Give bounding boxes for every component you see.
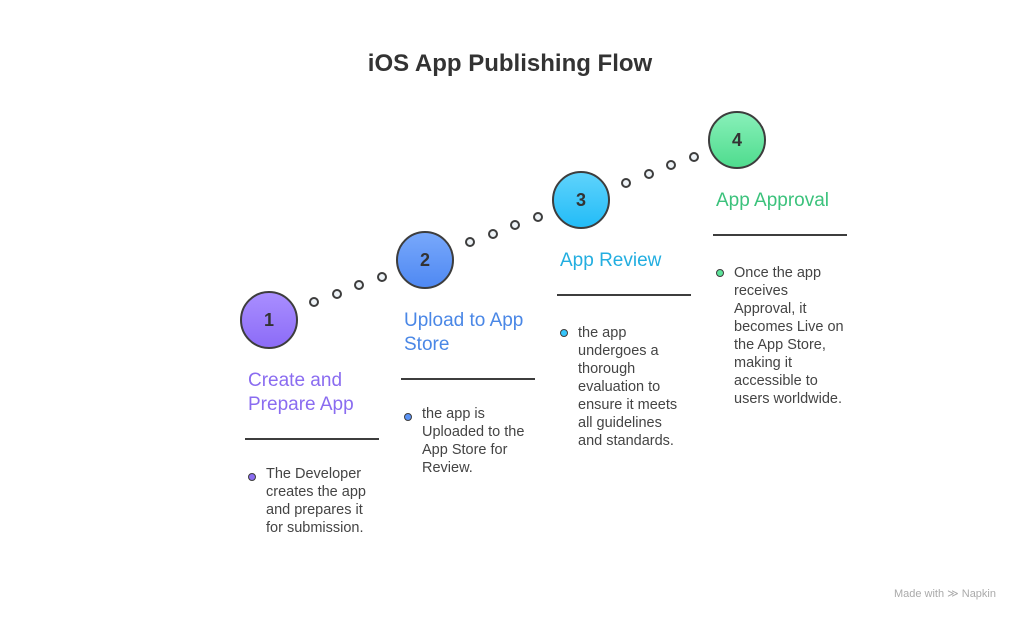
connector-dot (510, 220, 520, 230)
connector-dot (621, 178, 631, 188)
step-2-bullet-icon (404, 413, 412, 421)
diagram-title: iOS App Publishing Flow (367, 50, 653, 77)
step-4-number: 4 (731, 129, 742, 150)
connector-dot (309, 297, 319, 307)
step-2-description: the app is Uploaded to the App Store for… (422, 406, 525, 476)
connector-dot (644, 169, 654, 179)
step-4-title: App Approval (716, 190, 830, 211)
connector-dot (377, 272, 387, 282)
napkin-logo-icon: ≫ (947, 588, 959, 600)
connector-dot (533, 212, 543, 222)
step-1-description: The Developer creates the app and prepar… (266, 466, 366, 536)
step-3-title: App Review (560, 250, 662, 271)
step-1-divider (245, 438, 379, 440)
connector-dot (488, 229, 498, 239)
step-4-bullet-icon (716, 269, 724, 277)
step-1-title: Create and Prepare App (248, 370, 354, 415)
step-3-number: 3 (575, 189, 586, 210)
made-with-napkin-footer[interactable]: Made with ≫ Napkin (894, 587, 996, 600)
step-4-divider (713, 234, 847, 236)
napkin-brand: Napkin (961, 588, 996, 600)
connector-dot (332, 289, 342, 299)
connector-dot (354, 280, 364, 290)
step-3-description: the app undergoes a thorough evaluation … (578, 325, 678, 449)
step-3-circle: 3 (552, 171, 610, 229)
step-1-number: 1 (263, 309, 274, 330)
connector-dot (666, 160, 676, 170)
connector-dot (465, 237, 475, 247)
step-2-title: Upload to App Store (404, 310, 524, 355)
step-3-divider (557, 294, 691, 296)
step-2-circle: 2 (396, 231, 454, 289)
step-4-description: Once the app receives Approval, it becom… (734, 265, 844, 407)
step-1-circle: 1 (240, 291, 298, 349)
step-4-circle: 4 (708, 111, 766, 169)
step-3-bullet-icon (560, 329, 568, 337)
made-with-label: Made with (893, 588, 945, 600)
step-2-divider (401, 378, 535, 380)
connector-dot (689, 152, 699, 162)
step-1-bullet-icon (248, 473, 256, 481)
step-2-number: 2 (419, 249, 430, 270)
